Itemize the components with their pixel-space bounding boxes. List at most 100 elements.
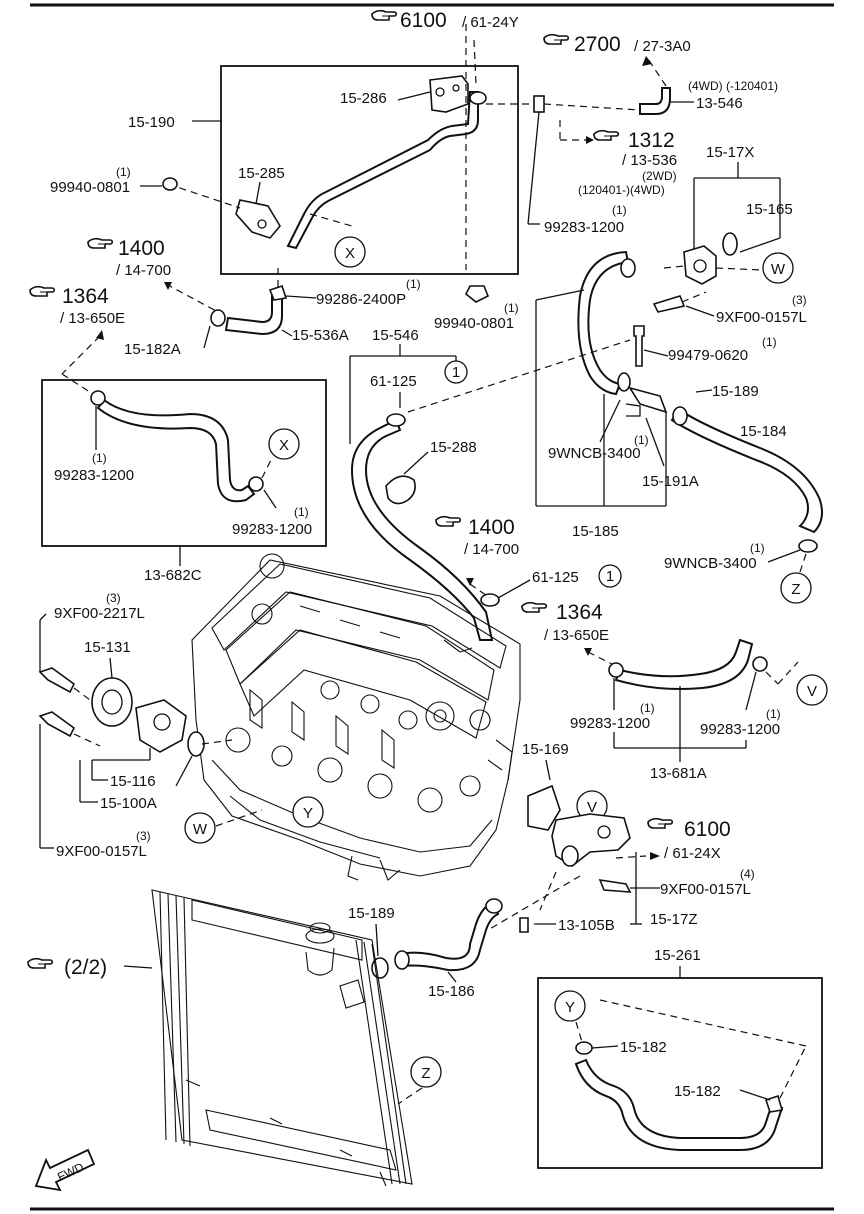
label-15-189-top: 15-189 bbox=[712, 383, 759, 400]
hose-15-185[interactable] bbox=[577, 250, 630, 396]
marker-Z-right: Z bbox=[791, 581, 800, 598]
qty-label: (3) bbox=[106, 591, 121, 605]
clamp-61-125-mid[interactable] bbox=[480, 593, 500, 607]
reference-1400-mid[interactable]: 1400 / 14-700 bbox=[435, 515, 519, 558]
thermostat-housing-15-17X[interactable] bbox=[683, 245, 717, 285]
ref-number: 1400 bbox=[468, 516, 515, 539]
bolt-9XF00-2217L[interactable] bbox=[38, 667, 76, 694]
marker-circle-W bbox=[762, 252, 794, 284]
reference-1364-top[interactable]: 1364 / 13-650E bbox=[29, 285, 125, 327]
gasket-15-100A[interactable] bbox=[187, 731, 205, 757]
qty-label: (1) bbox=[92, 451, 107, 465]
hose-end bbox=[620, 258, 636, 278]
label-15-184: 15-184 bbox=[740, 423, 787, 440]
pipe-15-191A[interactable] bbox=[628, 386, 668, 414]
bolt-9XF00-0157L-top[interactable] bbox=[652, 295, 686, 313]
pointer-hand-icon bbox=[29, 285, 56, 297]
connection-line bbox=[715, 267, 763, 271]
bolt-9XF00-0157L-right[interactable] bbox=[598, 878, 632, 893]
hose-13-681A[interactable] bbox=[614, 638, 754, 690]
leader bbox=[375, 923, 379, 957]
reference-6100-top[interactable]: 6100 / 61-24Y bbox=[371, 9, 519, 32]
label-15-17X: 15-17X bbox=[706, 144, 754, 161]
gasket-15-169[interactable] bbox=[527, 784, 561, 831]
label-15-100A: 15-100A bbox=[100, 795, 157, 812]
bracket-15-286[interactable] bbox=[429, 75, 469, 113]
marker-circle-W bbox=[184, 812, 216, 844]
reference-1312[interactable]: 1312 / 13-536 bbox=[593, 129, 677, 169]
reference-2-2[interactable]: (2/2) bbox=[27, 956, 107, 979]
marker-circle-Z bbox=[410, 1056, 442, 1088]
hose-15-536A[interactable] bbox=[224, 295, 283, 336]
label-15-131: 15-131 bbox=[84, 639, 131, 656]
hose-15-261[interactable] bbox=[574, 1058, 784, 1151]
pointer-hand-icon bbox=[647, 817, 674, 829]
qty-label: (4) bbox=[740, 867, 755, 881]
leader bbox=[739, 237, 781, 253]
clamp-15-189-top[interactable] bbox=[672, 406, 688, 426]
pointer-hand-icon bbox=[371, 9, 398, 21]
note-2wd: (2WD) bbox=[642, 169, 677, 183]
clamp-9WNCB-3400-b[interactable] bbox=[798, 539, 818, 553]
clamp-15-182-b[interactable] bbox=[764, 1094, 784, 1113]
connection-line bbox=[681, 291, 707, 303]
leader bbox=[767, 549, 801, 563]
clamp-99283-d[interactable] bbox=[752, 656, 768, 672]
connection-line bbox=[539, 871, 557, 911]
hose-13-546[interactable] bbox=[639, 87, 671, 115]
clamp-99283-top[interactable] bbox=[533, 95, 545, 113]
arrow-head bbox=[96, 330, 104, 340]
hose-15-184[interactable] bbox=[670, 408, 823, 534]
clamp-15-182-a[interactable] bbox=[575, 1041, 593, 1055]
bolt-9XF00-0157L-left[interactable] bbox=[38, 711, 76, 738]
leader bbox=[535, 289, 585, 301]
clamp-9WNCB-3400-a[interactable] bbox=[617, 372, 631, 392]
arrow-head bbox=[164, 282, 172, 290]
ref-sub: / 61-24X bbox=[664, 845, 721, 862]
label-61-125-mid: 61-125 bbox=[532, 569, 579, 586]
label-15-191A: 15-191A bbox=[642, 473, 699, 490]
water-pump-15-116[interactable] bbox=[135, 699, 187, 753]
connection-line bbox=[201, 739, 233, 745]
connection-line bbox=[779, 1045, 807, 1099]
nipple-13-105B[interactable] bbox=[519, 917, 529, 933]
note-4wd: (4WD) (-120401) bbox=[688, 79, 778, 93]
hose-13-682C[interactable] bbox=[96, 398, 256, 503]
reference-6100-mid[interactable]: 6100 / 61-24X bbox=[647, 817, 731, 862]
label-13-681A: 13-681A bbox=[650, 765, 707, 782]
qty-label: (1) bbox=[294, 505, 309, 519]
reference-2700[interactable]: 2700 / 27-3A0 bbox=[543, 33, 691, 56]
label-15-169: 15-169 bbox=[522, 741, 569, 758]
marker-Y-engine: Y bbox=[303, 805, 313, 822]
housing-outlet bbox=[561, 845, 579, 867]
leader bbox=[109, 657, 113, 679]
hose-15-546[interactable] bbox=[350, 418, 494, 641]
hose-15-186[interactable] bbox=[398, 900, 500, 972]
bracket-15-285[interactable] bbox=[235, 199, 281, 239]
pulley-15-131[interactable] bbox=[91, 677, 133, 727]
connection-line bbox=[73, 733, 101, 747]
leader bbox=[591, 1045, 619, 1049]
label-15-182-a: 15-182 bbox=[620, 1039, 667, 1056]
clamp-99283-a[interactable] bbox=[90, 390, 106, 406]
nut-99940-right[interactable] bbox=[464, 285, 490, 303]
clamp-61-125-top[interactable] bbox=[386, 413, 406, 427]
clamp-15-182A[interactable] bbox=[210, 309, 226, 327]
bracket-hole bbox=[452, 84, 460, 92]
nut-99940-left[interactable] bbox=[162, 177, 178, 191]
label-15-182-b: 15-182 bbox=[674, 1083, 721, 1100]
marker-circle-X bbox=[334, 236, 366, 268]
marker-V-center: V bbox=[587, 799, 597, 816]
clamp-15-288[interactable] bbox=[385, 475, 416, 505]
hose-15-190[interactable] bbox=[286, 91, 479, 250]
clamp-99286-2400P[interactable] bbox=[268, 284, 288, 301]
qty-label: (3) bbox=[136, 829, 151, 843]
reference-1400-top[interactable]: 1400 / 14-700 bbox=[87, 237, 171, 279]
clamp-99283-c[interactable] bbox=[608, 662, 624, 678]
clamp-99283-b[interactable] bbox=[248, 476, 264, 492]
leader bbox=[281, 329, 293, 337]
bolt-99479-0620[interactable] bbox=[633, 325, 645, 367]
gasket-15-165[interactable] bbox=[722, 232, 738, 256]
connection-line bbox=[397, 1087, 423, 1105]
reference-1364-mid[interactable]: 1364 / 13-650E bbox=[521, 601, 609, 644]
